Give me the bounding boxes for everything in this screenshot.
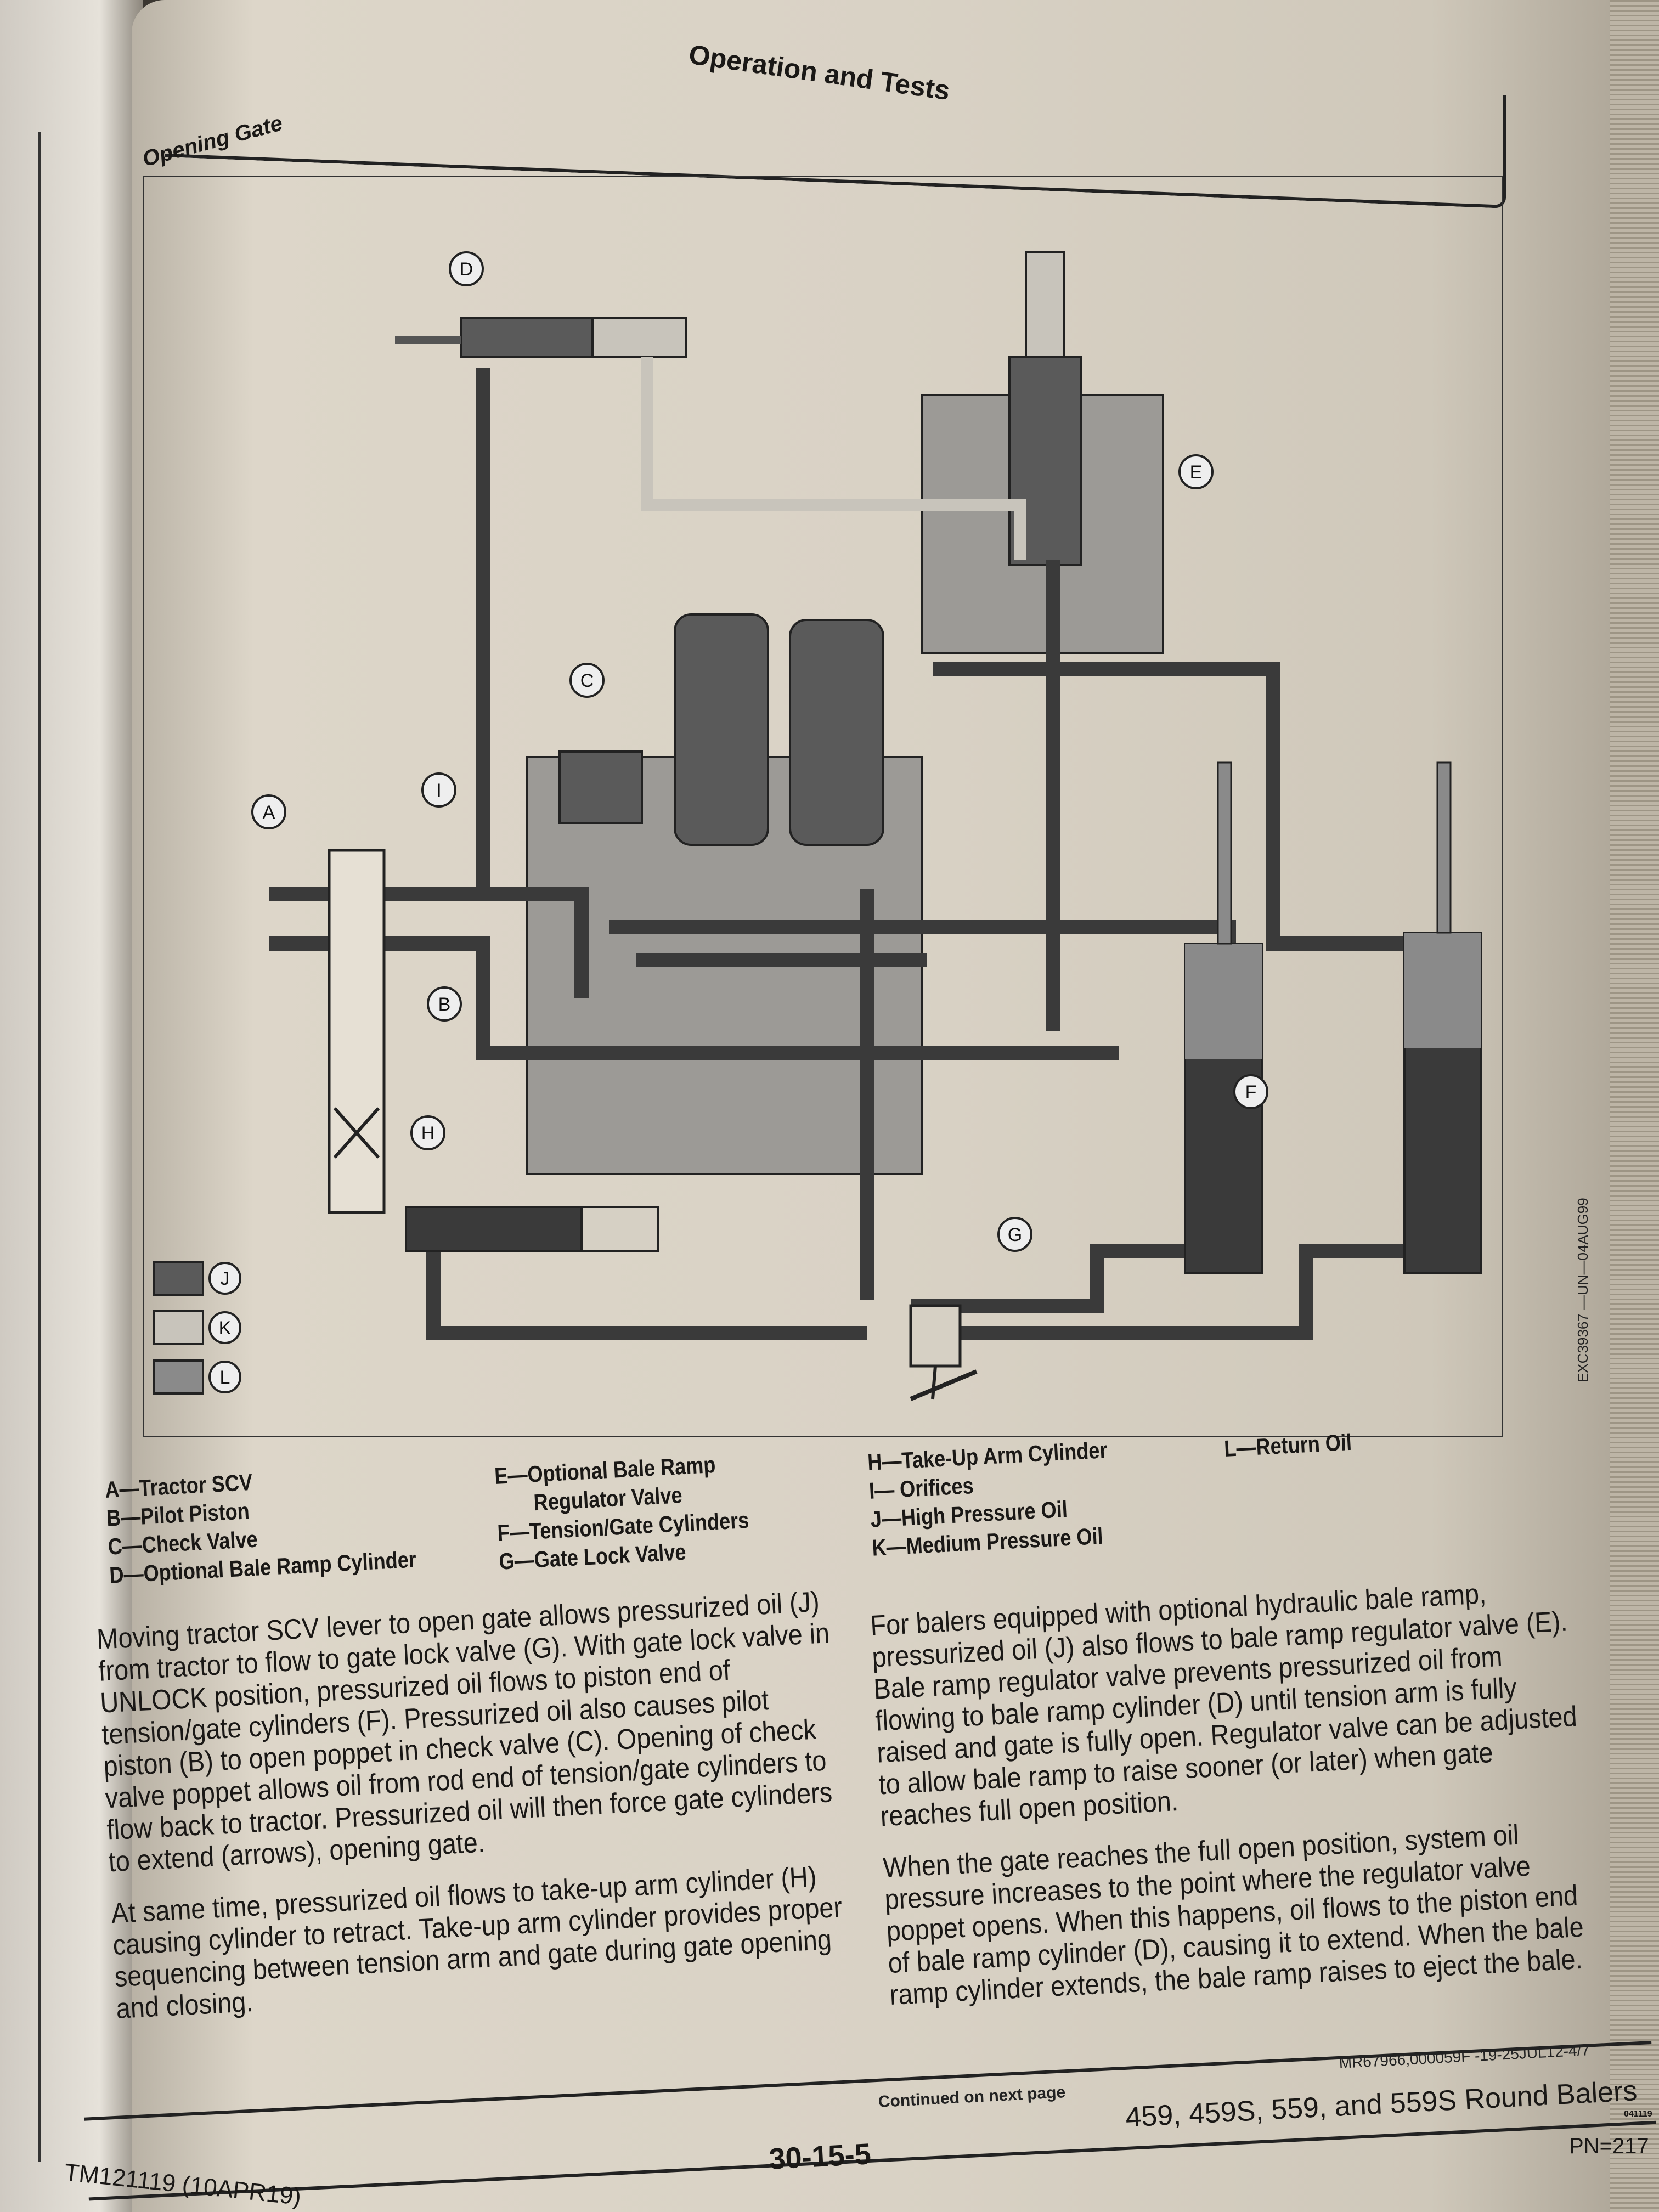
relief-valve-1 xyxy=(674,613,769,846)
page-edges xyxy=(1610,0,1659,2212)
swatch-return xyxy=(153,1359,204,1395)
footer-code: 041119 xyxy=(1624,2109,1652,2119)
bale-ramp-cylinder-d xyxy=(460,317,594,358)
bale-ramp-cylinder-rod-end xyxy=(591,317,687,358)
svg-text:J: J xyxy=(221,1268,230,1289)
relief-valve-2 xyxy=(789,619,884,846)
callout-e: E xyxy=(1178,454,1214,489)
gate-lock-handle xyxy=(910,1369,978,1401)
svg-text:G: G xyxy=(1008,1224,1022,1245)
callout-l: L xyxy=(208,1361,241,1393)
callout-j: J xyxy=(208,1262,241,1295)
facing-page-rule xyxy=(0,132,41,2162)
svg-text:I: I xyxy=(436,780,441,801)
svg-text:C: C xyxy=(580,670,594,691)
gate-lock-valve-g xyxy=(909,1304,962,1368)
callout-g: G xyxy=(997,1217,1032,1252)
callout-c: C xyxy=(569,663,605,698)
callout-b: B xyxy=(427,986,462,1022)
svg-text:L: L xyxy=(220,1367,230,1388)
body-left-column: Moving tractor SCV lever to open gate al… xyxy=(96,1585,853,2045)
body-right-column: For balers equipped with optional hydrau… xyxy=(870,1573,1596,2031)
tractor-scv-a xyxy=(328,849,386,1214)
svg-text:A: A xyxy=(263,802,275,823)
legend-col-3: H—Take-Up Arm Cylinder I— Orifices J—Hig… xyxy=(867,1436,1113,1562)
svg-text:E: E xyxy=(1190,462,1203,483)
svg-text:H: H xyxy=(421,1123,435,1144)
hydraulic-diagram: A B C D E F G H I J K L xyxy=(143,176,1503,1437)
medium-pressure-line xyxy=(641,357,1026,560)
callout-h: H xyxy=(410,1115,445,1150)
callout-labels: A B C D E F G H I J K L xyxy=(208,251,1268,1393)
paragraph: At same time, pressurized oil flows to t… xyxy=(110,1860,843,2025)
take-up-arm-cylinder-h xyxy=(405,1206,583,1252)
svg-text:B: B xyxy=(438,994,451,1015)
swatch-medium-pressure xyxy=(153,1310,204,1345)
svg-text:D: D xyxy=(460,259,473,280)
callout-k: K xyxy=(208,1311,241,1344)
svg-text:K: K xyxy=(219,1318,232,1339)
page-number: 30-15-5 xyxy=(768,2137,872,2176)
figure-id: EXC39367 —UN—04AUG99 xyxy=(1575,1198,1591,1383)
callout-f: F xyxy=(1233,1074,1268,1109)
paragraph: For balers equipped with optional hydrau… xyxy=(870,1578,1578,1833)
callout-i: I xyxy=(421,772,456,808)
paragraph: Moving tractor SCV lever to open gate al… xyxy=(96,1585,833,1878)
callout-d: D xyxy=(449,251,484,286)
svg-text:F: F xyxy=(1245,1082,1257,1103)
check-valve-c xyxy=(558,751,643,824)
swatch-high-pressure xyxy=(153,1261,204,1296)
legend-col-1: A—Tractor SCV B—Pilot Piston C—Check Val… xyxy=(104,1460,417,1590)
paragraph: When the gate reaches the full open posi… xyxy=(882,1819,1584,2011)
callout-a: A xyxy=(251,794,286,830)
pn-number: PN=217 xyxy=(1569,2134,1649,2158)
legend-col-2: E—Optional Bale Ramp Regulator Valve F—T… xyxy=(494,1449,751,1576)
facing-page xyxy=(0,0,143,2212)
